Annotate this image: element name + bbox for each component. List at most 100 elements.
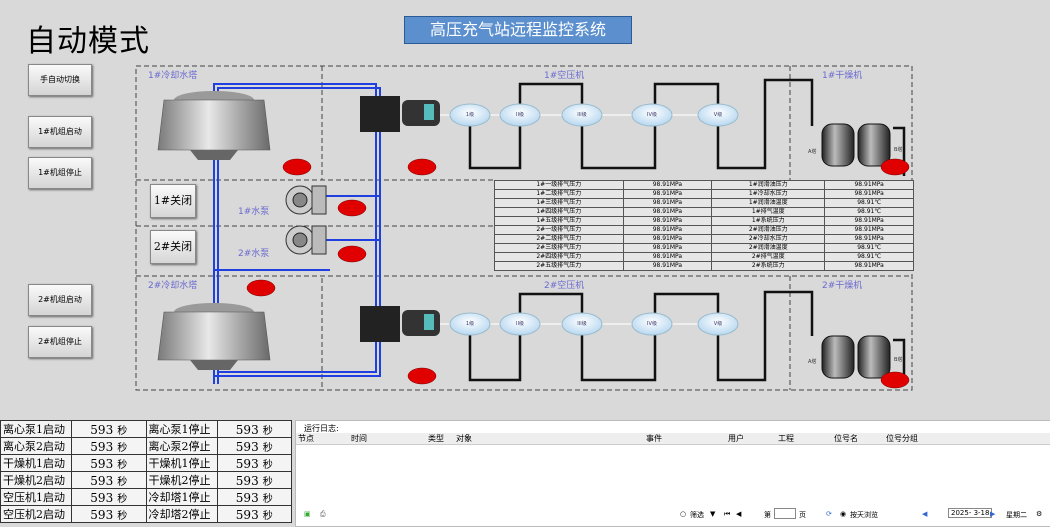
param-value: 98.91℃ [824, 252, 914, 262]
param-value: 98.91MPa [622, 252, 713, 262]
stage-label: III级 [577, 321, 587, 327]
valve-2-close-button[interactable]: 2#关闭 [150, 230, 196, 264]
timer-seconds: 593 [90, 507, 114, 522]
timer-seconds: 593 [90, 422, 114, 437]
print-icon[interactable]: ⎙ [320, 510, 326, 518]
mode-title: 自动模式 [26, 24, 150, 59]
dryer2-tower-a: A塔 [808, 359, 817, 365]
param-value: 98.91MPa [824, 234, 914, 244]
stage-label: III级 [577, 112, 587, 118]
water-pump-2 [285, 225, 327, 255]
filter-label: 筛选 [690, 511, 704, 519]
param-name: 2#冷却水压力 [711, 234, 826, 244]
log-col-tag-name[interactable]: 位号名 [834, 434, 858, 443]
label-cooling-tower-1: 1#冷却水塔 [148, 71, 198, 81]
unit1-start-button[interactable]: 1#机组启动 [28, 116, 92, 148]
timer-unit: 秒 [117, 459, 128, 471]
settings-icon[interactable]: ⚙ [1036, 510, 1043, 518]
timer-unit: 秒 [262, 493, 273, 505]
unit1-stop-button[interactable]: 1#机组停止 [28, 157, 92, 189]
filter-funnel-icon[interactable]: ▼ [710, 510, 716, 518]
manual-auto-switch-button[interactable]: 手自动切换 [28, 64, 92, 96]
param-value: 98.91MPa [824, 189, 914, 199]
refresh-icon[interactable]: ⟳ [826, 510, 832, 518]
timer-label: 冷却塔1停止 [145, 488, 218, 506]
page-number-input[interactable] [774, 508, 796, 519]
timer-label: 干燥机2启动 [0, 471, 72, 489]
dryer1-tower-a: A塔 [808, 149, 817, 155]
alarm-tower-2 [246, 279, 276, 297]
unit2-stop-button[interactable]: 2#机组停止 [28, 326, 92, 358]
log-col-project[interactable]: 工程 [778, 434, 794, 443]
param-name: 1#排气温度 [711, 207, 826, 217]
log-col-user[interactable]: 用户 [728, 434, 744, 443]
first-page-icon[interactable]: ⏮ [724, 510, 731, 518]
label-dryer-2: 2#干燥机 [822, 281, 863, 291]
log-col-time[interactable]: 时间 [351, 434, 367, 443]
log-col-node[interactable]: 节点 [298, 434, 314, 443]
timer-seconds: 593 [235, 473, 259, 488]
log-col-type[interactable]: 类型 [428, 434, 444, 443]
log-col-event[interactable]: 事件 [646, 434, 662, 443]
param-name: 2#润滑油压力 [711, 225, 826, 235]
param-name: 1#润滑油温度 [711, 198, 826, 208]
filter-radio-icon[interactable]: ○ [680, 510, 687, 518]
stage-label: 1级 [465, 321, 475, 327]
timer-unit: 秒 [117, 476, 128, 488]
browse-radio-icon[interactable]: ◉ [840, 510, 847, 518]
param-name: 2#排气温度 [711, 252, 826, 262]
timer-unit: 秒 [262, 510, 273, 522]
alarm-indicators [246, 158, 910, 389]
unit2-start-button[interactable]: 2#机组启动 [28, 284, 92, 316]
param-name: 1#系统压力 [711, 216, 826, 226]
browse-by-day-label: 按天浏览 [850, 511, 878, 519]
date-input[interactable]: 2025- 3-18 [948, 508, 993, 518]
export-icon[interactable]: ▣ [304, 510, 311, 518]
param-name: 2#润滑油温度 [711, 243, 826, 253]
stages-unit-1 [449, 103, 739, 127]
timer-seconds: 593 [90, 456, 114, 471]
log-title: 运行日志: [304, 424, 339, 433]
next-day-icon[interactable]: ▶ [990, 510, 996, 518]
param-name: 2#三级排气压力 [494, 243, 624, 253]
alarm-dryer-1 [880, 158, 910, 176]
stage-label: V级 [713, 112, 723, 118]
valve-1-close-button[interactable]: 1#关闭 [150, 184, 196, 218]
timer-seconds: 593 [235, 439, 259, 454]
log-col-object[interactable]: 对象 [456, 434, 472, 443]
alarm-dryer-2 [880, 371, 910, 389]
timer-seconds: 593 [235, 422, 259, 437]
water-pump-1 [285, 185, 327, 215]
param-value: 98.91MPa [622, 243, 713, 253]
timer-unit: 秒 [117, 510, 128, 522]
param-name: 2#系统压力 [711, 261, 826, 271]
timer-label: 空压机1启动 [0, 488, 72, 506]
dryer1-tower-b: B塔 [894, 147, 903, 153]
log-col-tag-group[interactable]: 位号分组 [886, 434, 918, 443]
param-value: 98.91MPa [622, 225, 713, 235]
param-name: 1#四级排气压力 [494, 207, 624, 217]
alarm-tower-1 [282, 158, 312, 176]
param-value: 98.91MPa [622, 234, 713, 244]
prev-day-icon[interactable]: ◀ [922, 510, 928, 518]
stage-label: 1级 [465, 112, 475, 118]
param-value: 98.91MPa [622, 180, 713, 190]
prev-page-icon[interactable]: ◀ [736, 510, 742, 518]
param-name: 1#三级排气压力 [494, 198, 624, 208]
timer-seconds: 593 [90, 473, 114, 488]
param-name: 1#润滑油压力 [711, 180, 826, 190]
